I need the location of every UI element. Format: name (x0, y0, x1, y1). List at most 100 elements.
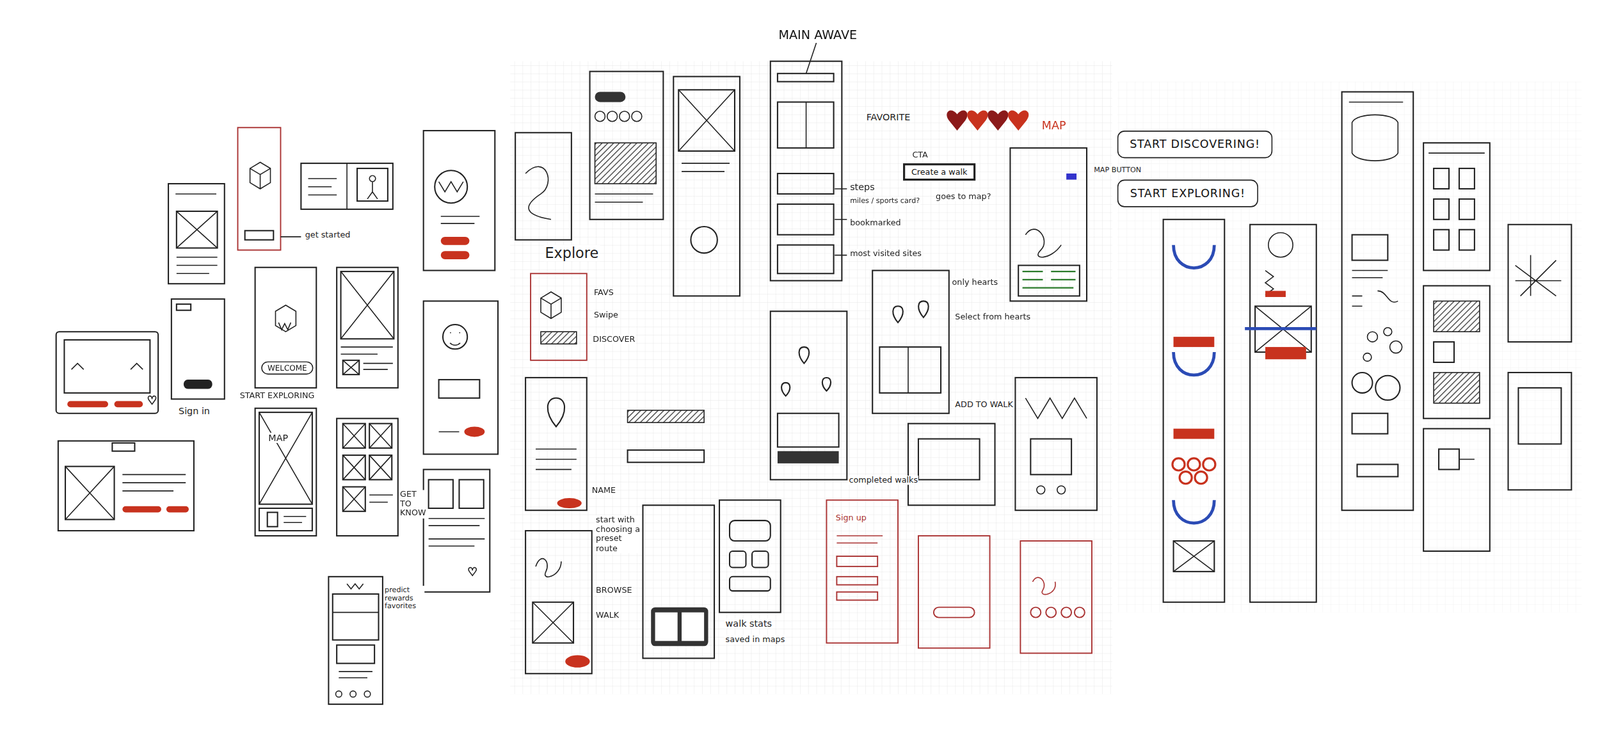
logo-phone-wireframe (423, 469, 491, 592)
explore-wireframes (525, 166, 552, 219)
sketch-annotation: DISCOVER (592, 334, 637, 345)
brand-wireframes (1363, 353, 1372, 362)
tablet-wireframe (64, 339, 150, 393)
phone-wireframe (336, 418, 399, 536)
grid-paper (510, 61, 1113, 695)
phone-wireframe (336, 645, 375, 664)
phone-wireframe (328, 576, 383, 704)
dashboard-wireframes (908, 423, 996, 506)
brand-wireframes (1390, 341, 1403, 354)
tablet-wireframe (67, 401, 109, 408)
phone-wireframe (350, 690, 357, 697)
grid-paper (510, 61, 1582, 695)
phone-wireframe (343, 360, 393, 375)
explore-wireframes (565, 655, 590, 668)
phone-wireframe (336, 690, 343, 697)
brand-wireframes (1173, 428, 1215, 440)
sketch-annotation: START EXPLORING (238, 391, 316, 401)
brand-wireframes (1515, 255, 1562, 297)
dashboard-wireframes (777, 245, 834, 274)
logo-phone-wireframe (442, 324, 468, 349)
sketch-annotation: walk stats (724, 618, 774, 629)
brand-wireframes (1367, 331, 1378, 342)
map-wireframes (826, 147, 1097, 653)
sketch-annotation: NAME (590, 485, 617, 496)
map-wireframes (918, 535, 991, 648)
logo-phone-wireframe (423, 130, 496, 271)
brand-wireframes (1203, 458, 1216, 471)
phone-wireframe (250, 162, 271, 189)
logo-phone-wireframe (423, 300, 498, 454)
map-wireframes (826, 499, 898, 643)
brand-wireframes (1459, 168, 1475, 189)
dashboard-wireframes (777, 173, 834, 194)
sketch-annotation: MAIN AWAVE (777, 28, 859, 43)
explore-wireframes (729, 576, 771, 591)
sketch-annotation: start with choosing a preset route (595, 515, 642, 553)
explore-wireframes (642, 504, 715, 658)
explore-wireframes (631, 111, 642, 122)
dashboard-wireframes (777, 413, 840, 448)
dashboard-wireframes (805, 101, 808, 148)
map-wireframes (836, 556, 878, 567)
explore-wireframes (515, 71, 781, 674)
brand-wireframes (1173, 540, 1215, 572)
cta-button: START EXPLORING! (1117, 179, 1259, 208)
brand-wireframes (1173, 336, 1215, 347)
brand-wireframes (1179, 471, 1192, 484)
map-wireframes (836, 592, 878, 601)
phone-wireframe (176, 304, 191, 311)
explore-wireframes (627, 449, 705, 463)
explore-wireframes (535, 449, 577, 470)
dashboard-wireframes (770, 42, 996, 505)
explore-wireframes (595, 193, 654, 203)
brand-wireframes (1428, 152, 1485, 154)
sketch-annotation: GET TO KNOW (398, 489, 425, 518)
brand-wireframes (1459, 199, 1475, 220)
sketch-annotation: miles / sports card? (849, 197, 921, 206)
tablet-wireframe (114, 401, 144, 408)
brand-wireframes (1244, 327, 1317, 331)
brand-wireframes (1342, 91, 1414, 511)
brand-wireframes (1423, 428, 1490, 552)
dashboard-wireframes (879, 346, 941, 393)
button-text: WELCOME (267, 363, 308, 373)
explore-wireframes (729, 520, 771, 541)
button-text: START EXPLORING! (1130, 186, 1246, 201)
brand-wireframes (1508, 224, 1572, 342)
phone-wireframe (168, 127, 399, 704)
explore-wireframes (532, 602, 574, 644)
phone-wireframe (343, 423, 393, 512)
dashboard-wireframes (907, 346, 909, 393)
heart-icons (967, 110, 988, 132)
map-wireframes (1066, 173, 1077, 180)
brand-wireframes (1163, 91, 1572, 602)
sketch-annotation: WALK (595, 609, 621, 620)
brand-wireframes (1357, 464, 1399, 477)
phone-wireframe (300, 163, 393, 210)
desktop-wireframe (58, 440, 194, 531)
sketch-annotation: ADD TO WALK (954, 400, 1015, 410)
sketch-annotation: Sign up (834, 513, 868, 523)
logo-phone-wireframe (423, 130, 498, 592)
sketch-annotation: steps (849, 181, 877, 192)
map-wireframes (1030, 439, 1072, 475)
phone-wireframe (259, 412, 313, 504)
phone-wireframe (171, 298, 225, 399)
map-wireframes (1025, 398, 1087, 419)
sketch-annotation: saved in maps (724, 634, 786, 645)
brand-wireframes (1173, 540, 1215, 572)
dashboard-wireframes (918, 439, 980, 480)
phone-wireframe (168, 183, 225, 284)
phone-wireframe (259, 508, 313, 531)
sketch-annotation: MAP (267, 432, 290, 443)
pill-button: WELCOME (261, 360, 313, 375)
sketch-annotation: Swipe (592, 310, 619, 320)
explore-wireframes (690, 226, 717, 253)
phone-wireframe (280, 236, 301, 238)
cta-button: START DISCOVERING! (1117, 130, 1273, 159)
brand-wireframes (1383, 327, 1392, 336)
phone-wireframe (332, 611, 379, 614)
logo-phone-wireframe (458, 479, 484, 509)
map-wireframes (1057, 485, 1066, 495)
